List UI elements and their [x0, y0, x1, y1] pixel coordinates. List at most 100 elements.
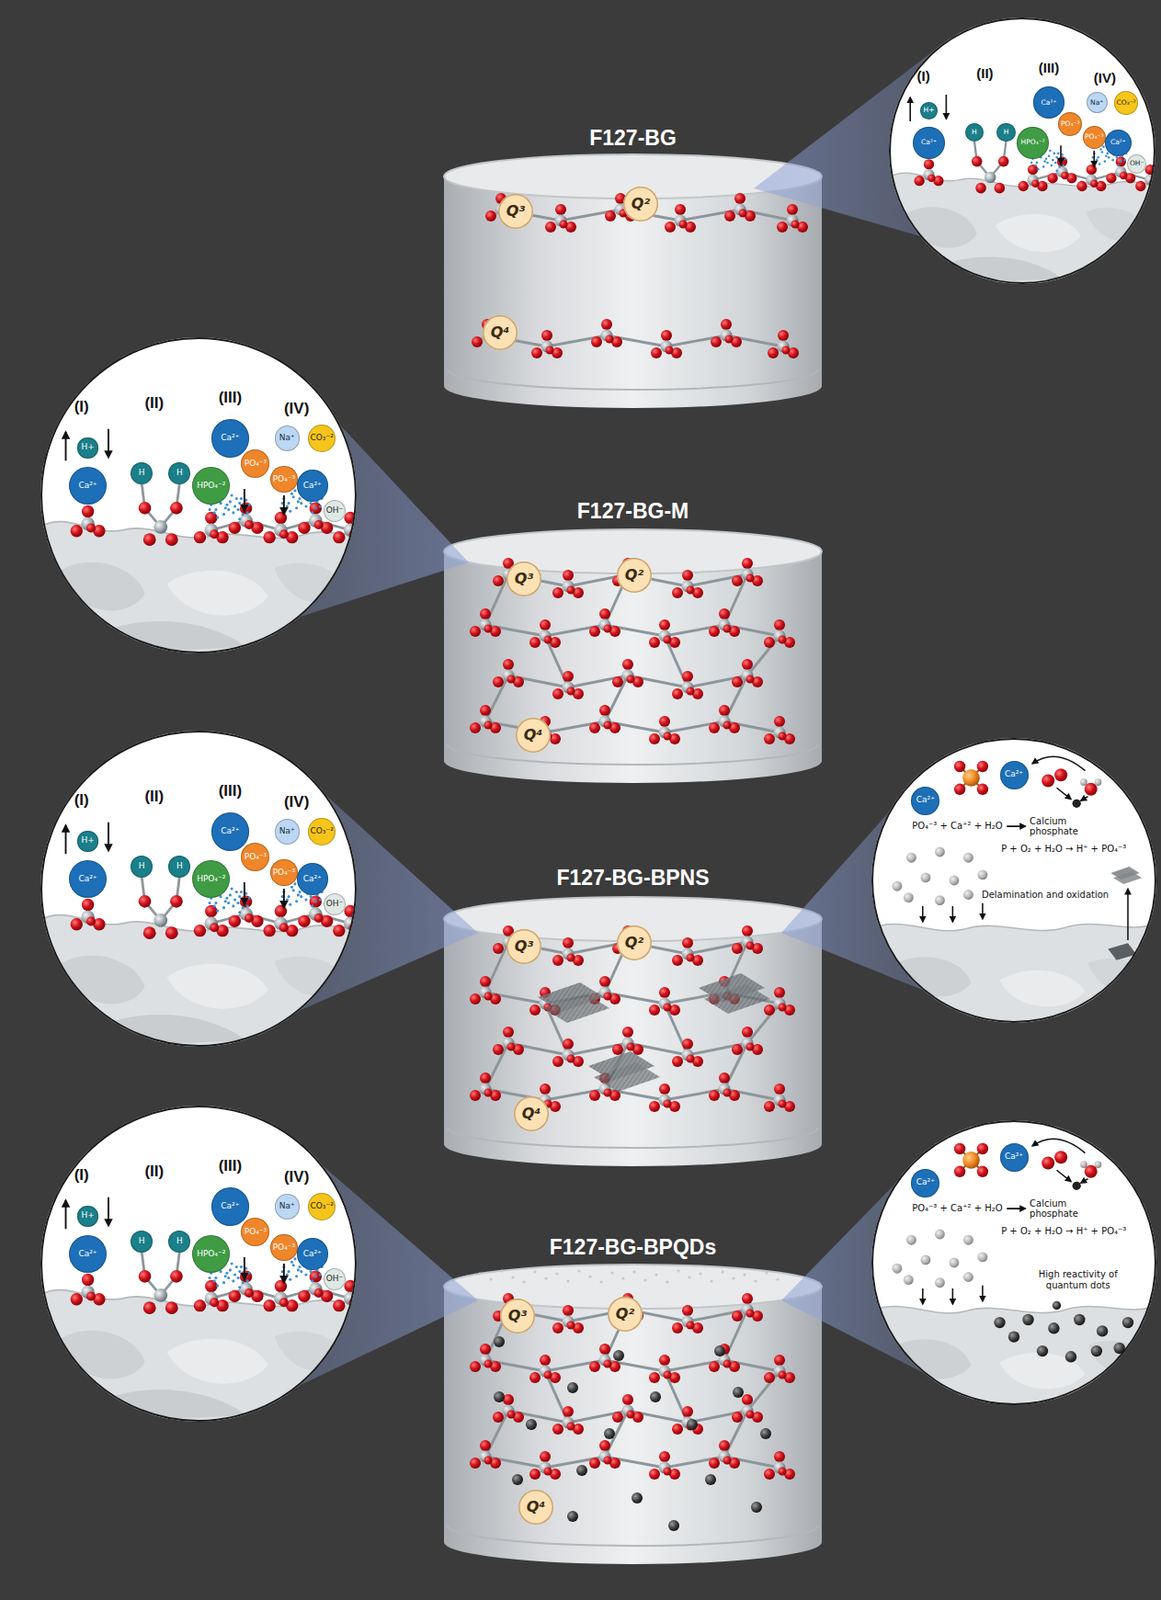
ion-label: H+ — [80, 443, 94, 453]
ion-circle: Na⁺ — [274, 819, 301, 845]
ion-label: PO₄⁻³ — [244, 459, 267, 469]
ion-label: Ca²⁺ — [79, 875, 98, 885]
ion-label: OH⁻ — [326, 1274, 343, 1285]
ion-label: Ca²⁺ — [220, 1202, 240, 1212]
ion-label: Na⁺ — [279, 1202, 296, 1212]
sample-title: F127-BG-M — [443, 490, 822, 532]
ion-circle: Na⁺ — [274, 425, 301, 452]
stage-label: (IV) — [284, 793, 309, 812]
ion-label: PO₄⁻³ — [1084, 133, 1104, 141]
q-species-badge: Q⁴ — [513, 1096, 549, 1132]
bubble-scene — [40, 1105, 368, 1423]
q-label: Q³ — [506, 203, 526, 220]
dish-cylinder: F127-BG-BPQDsQ³Q²Q⁴ — [443, 1227, 822, 1569]
dish-cylinder: F127-BG-MQ³Q²Q⁴ — [443, 490, 822, 787]
q-label: Q² — [631, 195, 651, 213]
released-particles — [478, 1269, 779, 1284]
stage-label: (II) — [976, 65, 993, 81]
q-label: Q² — [615, 1306, 636, 1323]
dish-drawing — [443, 1264, 822, 1565]
ion-circle: Ca²⁺ — [68, 1235, 107, 1274]
stage-label: (IV) — [284, 1168, 309, 1187]
ion-circle: H — [168, 1230, 191, 1253]
ion-label: H — [176, 468, 183, 479]
ion-circle: HPO₄⁻² — [1016, 126, 1049, 160]
ion-circle: Ca²⁺ — [68, 466, 107, 505]
ion-label: PO₄⁻³ — [273, 475, 296, 485]
ion-circle: PO₄⁻³ — [240, 449, 270, 479]
ion-circle: Ca²⁺ — [1000, 761, 1029, 790]
ion-label: Ca²⁺ — [921, 138, 937, 147]
ion-label: H — [1003, 128, 1010, 137]
ion-circle: PO₄⁻³ — [270, 859, 297, 887]
ion-circle: H — [130, 855, 153, 878]
ion-circle: OH⁻ — [1126, 154, 1147, 174]
ion-label: Ca²⁺ — [1004, 770, 1024, 780]
ion-circle: HPO₄⁻² — [192, 860, 230, 899]
ion-label: Ca²⁺ — [220, 433, 240, 444]
ion-circle: H — [130, 1230, 153, 1253]
ion-circle: PO₄⁻³ — [270, 1234, 297, 1262]
stage-label: (III) — [218, 782, 243, 801]
stage-label: (IV) — [1093, 69, 1116, 86]
ion-label: Ca²⁺ — [1041, 99, 1058, 107]
reaction-text: P + O₂ + H₂O → H⁺ + PO₄⁻³ — [1001, 843, 1127, 855]
q-species-badge: Q² — [616, 925, 652, 961]
ion-label: Ca²⁺ — [79, 481, 98, 491]
ion-circle: H — [168, 855, 191, 878]
reaction-text: Calcium phosphate — [1029, 816, 1087, 838]
ion-label: CO₃⁻² — [310, 1202, 334, 1212]
stage-label: (I) — [74, 398, 90, 417]
ion-circle: Ca²⁺ — [910, 1169, 940, 1198]
ion-circle: CO₃⁻² — [1114, 91, 1139, 115]
stage-label: (II) — [144, 787, 164, 807]
dish-drawing — [443, 897, 822, 1167]
q-label: Q³ — [508, 1308, 528, 1325]
reaction-text: P + O₂ + H₂O → H⁺ + PO₄⁻³ — [1001, 1226, 1127, 1238]
stage-label: (III) — [1038, 59, 1060, 76]
ion-label: CO₃⁻² — [310, 433, 334, 444]
ion-circle: PO₄⁻³ — [1082, 125, 1106, 149]
reaction-text: High reactivity of quantum dots — [1037, 1269, 1119, 1291]
ion-label: OH⁻ — [1129, 159, 1145, 168]
zoom-bubble: (I)(II)(III)(IV)H+Ca²⁺HHCa²⁺HPO₄⁻²PO₄⁻³N… — [40, 1105, 357, 1423]
ion-label: HPO₄⁻² — [196, 481, 226, 491]
ion-label: Na⁺ — [1090, 99, 1104, 107]
ion-label: Ca²⁺ — [1110, 138, 1127, 147]
ion-label: HPO₄⁻² — [196, 1250, 226, 1260]
q-species-badge: Q² — [623, 186, 659, 222]
dish-cylinder: F127-BGQ³Q²Q⁴ — [443, 117, 822, 412]
ion-circle: Ca²⁺ — [296, 1238, 329, 1270]
q-species-badge: Q³ — [498, 193, 534, 229]
ion-circle: CO₃⁻² — [307, 1193, 336, 1221]
ion-circle: CO₃⁻² — [307, 424, 336, 453]
ion-label: H+ — [922, 106, 934, 114]
q-species-badge: Q² — [616, 557, 652, 593]
q-label: Q⁴ — [490, 324, 511, 342]
bubble-scene — [40, 730, 368, 1048]
ion-label: H — [138, 468, 146, 479]
q-label: Q³ — [514, 570, 535, 588]
ion-circle: Ca²⁺ — [1000, 1143, 1029, 1173]
bubble-scene — [993, 1301, 1134, 1364]
stage-label: (II) — [144, 1162, 164, 1182]
ion-label: Ca²⁺ — [303, 875, 322, 885]
stage-label: (I) — [74, 1166, 90, 1185]
ion-circle: OH⁻ — [323, 500, 346, 523]
q-species-badge: Q³ — [506, 561, 542, 597]
q-species-badge: Q⁴ — [482, 315, 518, 351]
ion-label: H — [176, 862, 183, 872]
ion-label: Na⁺ — [279, 827, 296, 837]
ion-label: PO₄⁻³ — [244, 853, 267, 863]
ion-label: H — [971, 128, 978, 137]
q-label: Q⁴ — [526, 1499, 547, 1516]
ion-label: HPO₄⁻² — [1021, 138, 1046, 147]
ion-label: H+ — [80, 1211, 94, 1221]
ion-label: H — [138, 862, 146, 872]
zoom-wedge — [277, 41, 946, 1386]
reaction-bubble: PO₄⁻³ + Ca⁺² + H₂OCalcium phosphateP + O… — [871, 1120, 1157, 1406]
stage-label: (I) — [74, 791, 90, 810]
